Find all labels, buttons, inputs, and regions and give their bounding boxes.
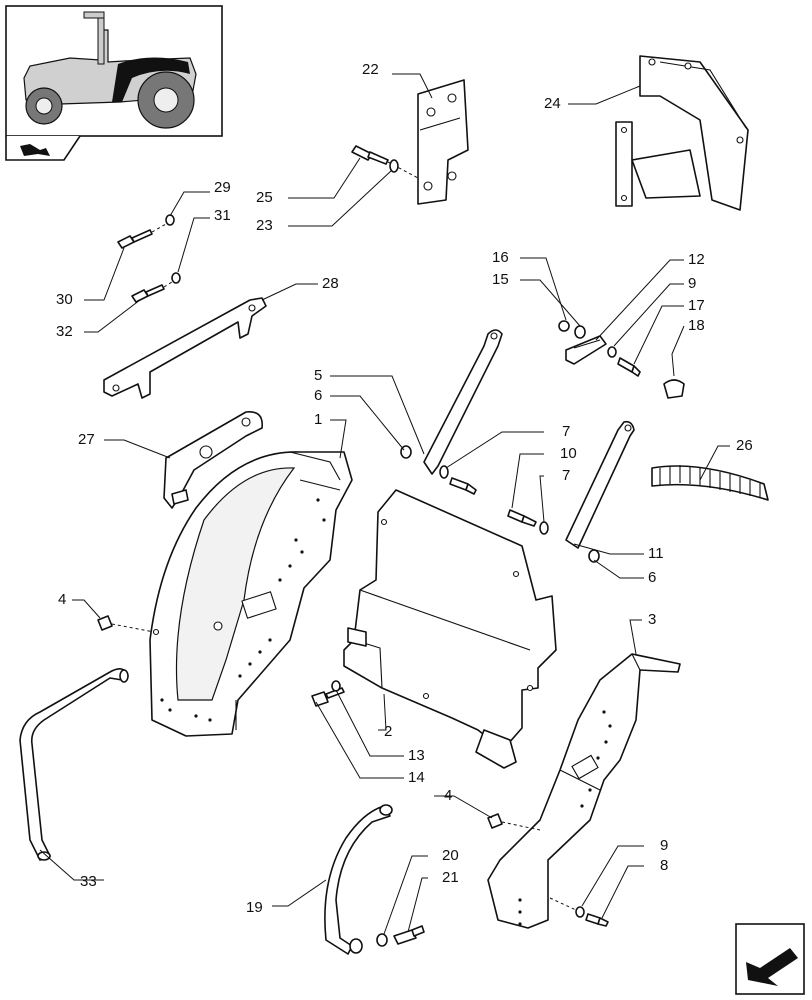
part-8-bolt bbox=[585, 913, 609, 927]
part-22-bracket bbox=[417, 79, 469, 205]
callout-11: 11 bbox=[648, 545, 664, 562]
callout-20: 20 bbox=[442, 847, 459, 864]
callout-9b: 9 bbox=[660, 837, 668, 854]
part-18-plug bbox=[663, 379, 685, 399]
callout-4a: 4 bbox=[58, 591, 66, 608]
part-2-panel bbox=[343, 489, 557, 769]
callout-2: 2 bbox=[384, 723, 392, 740]
arrow-icon bbox=[20, 144, 50, 156]
leader-lines bbox=[39, 73, 730, 935]
callout-14: 14 bbox=[408, 769, 425, 786]
part-21-bolt bbox=[393, 925, 425, 945]
callout-26: 26 bbox=[736, 437, 753, 454]
callout-13: 13 bbox=[408, 747, 425, 764]
part-1-fender bbox=[149, 451, 353, 737]
part-4-plug-left bbox=[97, 615, 155, 633]
callout-29: 29 bbox=[214, 179, 231, 196]
callout-6b: 6 bbox=[648, 569, 656, 586]
part-25-bolt bbox=[351, 145, 419, 179]
part-17-bolt bbox=[617, 357, 641, 377]
part-20-washer bbox=[376, 933, 388, 947]
callout-10: 10 bbox=[560, 445, 577, 462]
part-10-bolt-a bbox=[449, 477, 477, 495]
callout-8: 8 bbox=[660, 857, 668, 874]
callout-15: 15 bbox=[492, 271, 509, 288]
part-26-hose bbox=[651, 465, 769, 501]
part-9-washer-b bbox=[549, 897, 585, 918]
part-33-handrail bbox=[19, 668, 129, 861]
callout-31: 31 bbox=[214, 207, 231, 224]
next-page-arrow-icon[interactable] bbox=[735, 923, 805, 995]
callout-25: 25 bbox=[256, 189, 273, 206]
part-27-bracket bbox=[163, 411, 263, 509]
part-23-washer bbox=[389, 159, 399, 173]
part-28-strap bbox=[103, 297, 267, 399]
callout-30: 30 bbox=[56, 291, 73, 308]
callout-4b: 4 bbox=[444, 787, 452, 804]
part-11-strap bbox=[565, 420, 635, 549]
part-10-bolt-b bbox=[507, 509, 537, 527]
callout-16: 16 bbox=[492, 249, 509, 266]
callout-5: 5 bbox=[314, 367, 322, 384]
callout-23: 23 bbox=[256, 217, 273, 234]
part-9-washer-a bbox=[607, 346, 617, 358]
part-12-bracket bbox=[565, 335, 607, 365]
callout-24: 24 bbox=[544, 95, 561, 112]
callout-19: 19 bbox=[246, 899, 263, 916]
part-31-washer bbox=[171, 272, 181, 284]
callout-32: 32 bbox=[56, 323, 73, 340]
callout-21: 21 bbox=[442, 869, 459, 886]
callout-1: 1 bbox=[314, 411, 322, 428]
part-5-strap bbox=[423, 329, 503, 475]
part-19-handrail bbox=[324, 804, 393, 955]
part-7-washer-b bbox=[539, 521, 549, 535]
part-13-washer bbox=[331, 680, 341, 692]
callout-3: 3 bbox=[648, 611, 656, 628]
part-7-washer-a bbox=[439, 465, 449, 479]
callout-18: 18 bbox=[688, 317, 705, 334]
tractor-thumbnail[interactable] bbox=[5, 5, 223, 161]
part-29-washer bbox=[165, 214, 175, 226]
callout-12: 12 bbox=[688, 251, 705, 268]
part-15-nut bbox=[574, 325, 586, 339]
part-16-washer bbox=[558, 320, 570, 332]
callout-22: 22 bbox=[362, 61, 379, 78]
part-24-support bbox=[615, 55, 749, 211]
callout-33: 33 bbox=[80, 873, 97, 890]
part-30-bolt bbox=[117, 223, 167, 249]
part-3-fender bbox=[487, 653, 681, 929]
callout-labels: 22 24 25 23 29 31 30 32 28 27 5 6 1 7 10… bbox=[56, 61, 753, 916]
callout-6a: 6 bbox=[314, 387, 322, 404]
callout-27: 27 bbox=[78, 431, 95, 448]
callout-7a: 7 bbox=[562, 423, 570, 440]
callout-9a: 9 bbox=[688, 275, 696, 292]
callout-28: 28 bbox=[322, 275, 339, 292]
callout-17: 17 bbox=[688, 297, 705, 314]
callout-7b: 7 bbox=[562, 467, 570, 484]
part-32-bolt bbox=[131, 281, 173, 303]
